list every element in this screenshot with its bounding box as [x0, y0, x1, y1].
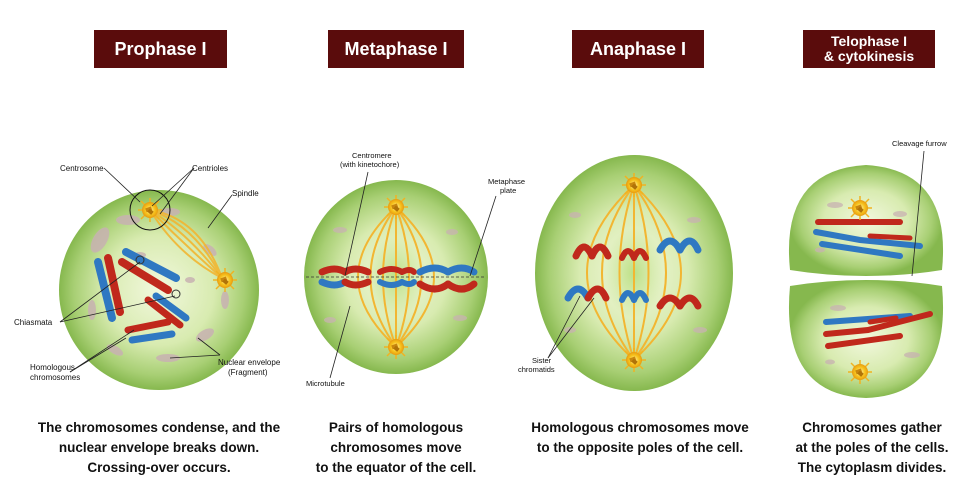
label-sister-1: Sister	[532, 356, 552, 365]
label-centrioles: Centrioles	[192, 164, 228, 173]
label-metaphase-plate-2: plate	[500, 186, 516, 195]
label-homologous-2: chromosomes	[30, 373, 80, 382]
label-centromere-2: (with kinetochore)	[340, 160, 400, 169]
title-prophase: Prophase I	[94, 30, 227, 68]
label-nuclear-envelope-2: (Fragment)	[228, 368, 268, 377]
caption-metaphase: Pairs of homologous chromosomes move to …	[315, 420, 477, 475]
label-spindle: Spindle	[232, 189, 259, 198]
caption-telophase: Chromosomes gather at the poles of the c…	[795, 420, 949, 475]
label-centromere-1: Centromere	[352, 151, 392, 160]
anaphase-cell	[535, 155, 733, 391]
caption-anaphase: Homologous chromosomes move to the oppos…	[531, 420, 749, 455]
label-metaphase-plate-1: Metaphase	[488, 177, 525, 186]
label-cleavage-furrow: Cleavage furrow	[892, 139, 947, 148]
label-sister-2: chromatids	[518, 365, 555, 374]
label-microtubule: Microtubule	[306, 379, 345, 388]
label-homologous-1: Homologous	[30, 363, 75, 372]
title-metaphase: Metaphase I	[328, 30, 464, 68]
label-centrosome: Centrosome	[60, 164, 104, 173]
caption-prophase: The chromosomes condense, and the nuclea…	[37, 420, 281, 475]
title-telophase: Telophase I & cytokinesis	[803, 30, 935, 68]
prophase-cell	[59, 189, 259, 390]
label-nuclear-envelope-1: Nuclear envelope	[218, 358, 281, 367]
title-anaphase: Anaphase I	[572, 30, 704, 68]
metaphase-cell	[304, 180, 488, 374]
label-chiasmata: Chiasmata	[14, 318, 53, 327]
telophase-cell	[788, 165, 944, 398]
